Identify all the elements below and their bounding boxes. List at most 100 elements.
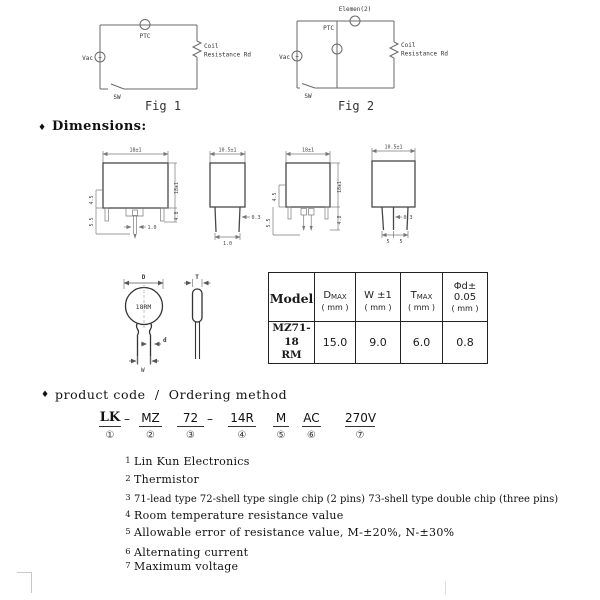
note-5-text: Allowable error of resistance value, M-±…	[134, 526, 455, 539]
spec-header-w: W ±1 ( mm )	[355, 272, 401, 322]
code-token-4-number: ④	[237, 430, 247, 441]
fig1-vac-label: Vac	[82, 55, 93, 62]
thermistor-lead-dim-label: d	[163, 337, 167, 344]
note-1-text: Lin Kun Electronics	[134, 455, 250, 468]
code-token-7-number: ⑦	[355, 430, 365, 441]
fig1-coil-label-1: Coil	[204, 43, 219, 50]
note-7-number: 7	[125, 561, 131, 571]
ordering-heading: product code / Ordering method	[55, 387, 288, 402]
d4-pitch-b-dim: 5	[399, 239, 402, 245]
note-6-number: 6	[125, 547, 131, 557]
thermistor-t-dim-label: T	[195, 274, 199, 281]
thermistor-front-view: D 18RM d W	[123, 274, 167, 374]
d2-bottom-dim: 1.0	[223, 241, 232, 247]
note-2-number: 2	[125, 474, 131, 484]
dmax-unit: ( mm )	[321, 302, 349, 312]
code-token-1-number: ①	[105, 430, 115, 441]
spec-header-dmax: DMAX ( mm )	[314, 272, 356, 322]
code-token-2: MZ ②	[139, 411, 162, 441]
fig2-sw-label: SW	[304, 93, 312, 100]
thermistor-side-view: T	[184, 274, 211, 359]
spec-cell-phid: 0.8	[442, 321, 488, 364]
spec-cell-w: 9.0	[355, 321, 401, 364]
scan-artifact-line	[31, 573, 32, 593]
fig2-coil-label-1: Coil	[401, 42, 416, 49]
fig2-coil-label-2: Resistance Rd	[401, 51, 448, 58]
spec-header-model-label: Model	[269, 290, 314, 306]
d1-right-low-dim: 4.8	[174, 211, 180, 220]
package-dimension-drawings: 18±1 1.0 18±1 4.8 4.5 5.5 10.5±1	[89, 145, 416, 247]
ordering-bullet-icon: ♦	[41, 390, 50, 400]
thermistor-outline-drawing: D 18RM d W T	[123, 274, 211, 374]
code-dash-2: –	[207, 412, 213, 426]
code-token-7-text: 270V	[345, 411, 377, 427]
note-6-text: Alternating current	[134, 546, 249, 559]
w-main: W ±1	[364, 289, 392, 301]
fig1-ptc-label: PTC	[140, 33, 151, 40]
code-token-1-text: LK	[99, 410, 121, 427]
code-token-5-number: ⑤	[276, 430, 286, 441]
d3-right-dim: 18±1	[337, 181, 343, 193]
scan-artifact-line	[445, 581, 446, 595]
dimension-drawing-4: 10.5±1 0.3 5 5	[371, 145, 416, 245]
fig2-ptc-label: PTC	[323, 25, 334, 32]
fig1-ac-tilde: ~	[98, 55, 102, 62]
w-unit: ( mm )	[364, 302, 392, 312]
note-3-number: 3	[125, 493, 131, 503]
dimension-drawing-1: 18±1 1.0 18±1 4.8 4.5 5.5	[89, 148, 180, 239]
code-token-3-number: ③	[186, 430, 195, 441]
code-token-6-number: ⑥	[307, 430, 316, 441]
fig2-element-label: Elemen(2)	[339, 6, 372, 13]
d4-top-dim: 10.5±1	[384, 145, 402, 151]
dimension-drawing-3: 18±1 18±1 4.8 4.5 5.5	[266, 148, 343, 236]
code-token-5-text: M	[273, 411, 289, 427]
d2-top-dim: 10.5±1	[218, 148, 236, 154]
note-4-number: 4	[125, 510, 131, 520]
thermistor-d-dim-label: D	[142, 274, 146, 281]
code-token-1: LK ①	[99, 411, 121, 441]
thermistor-body-label: 18RM	[136, 303, 152, 311]
d2-lead-dim: 0.3	[252, 215, 261, 221]
code-token-4: 14R ④	[228, 411, 256, 441]
tmax-main: T	[410, 289, 417, 301]
phid-line1: Φd±	[453, 281, 477, 292]
model-value-line2: RM	[281, 349, 302, 362]
spec-header-tmax: TMAX ( mm )	[400, 272, 443, 322]
fig1-sw-label: SW	[113, 94, 121, 101]
code-token-3-text: 72	[177, 411, 204, 427]
code-token-5: M ⑤	[273, 411, 289, 441]
d1-left-low-dim: 5.5	[89, 217, 95, 226]
code-dash-1: –	[124, 412, 130, 426]
d3-left-dim: 4.5	[272, 192, 278, 201]
dimensions-bullet-icon: ♦	[38, 123, 47, 133]
note-2-text: Thermistor	[134, 473, 200, 486]
note-4-text: Room temperature resistance value	[134, 509, 344, 522]
code-token-6-text: AC	[302, 411, 321, 427]
d1-top-dim: 18±1	[129, 148, 141, 154]
fig2-caption: Fig 2	[338, 99, 374, 113]
circuit-figures: ~ PTC Vac Coil Resistance Rd SW Fig 1 ~ …	[82, 6, 448, 113]
tmax-unit: ( mm )	[408, 302, 435, 312]
d3-top-dim: 18±1	[302, 148, 314, 154]
fig2-ac-tilde: ~	[295, 54, 299, 61]
fig1-caption: Fig 1	[145, 99, 181, 113]
spec-cell-dmax: 15.0	[314, 321, 356, 364]
fig1-coil-label-2: Resistance Rd	[204, 52, 251, 59]
spec-header-model: Model	[268, 272, 315, 322]
thermistor-w-dim-label: W	[141, 367, 145, 374]
phid-unit: ( mm )	[451, 304, 479, 313]
code-token-3: 72 ③	[177, 411, 204, 441]
spec-cell-model: MZ71-18 RM	[268, 321, 315, 364]
phid-line2: 0.05	[453, 292, 477, 303]
note-3-text: 71-lead type 72-shell type single chip (…	[134, 494, 559, 505]
fig2-circuit: ~ Elemen(2) PTC Vac Coil Resistance Rd S…	[279, 6, 448, 113]
d3-left-low-dim: 5.5	[266, 218, 272, 227]
d1-left-dim: 4.5	[89, 195, 95, 204]
dimension-drawing-2: 10.5±1 0.3 1.0	[209, 148, 261, 247]
note-1-number: 1	[125, 456, 131, 466]
